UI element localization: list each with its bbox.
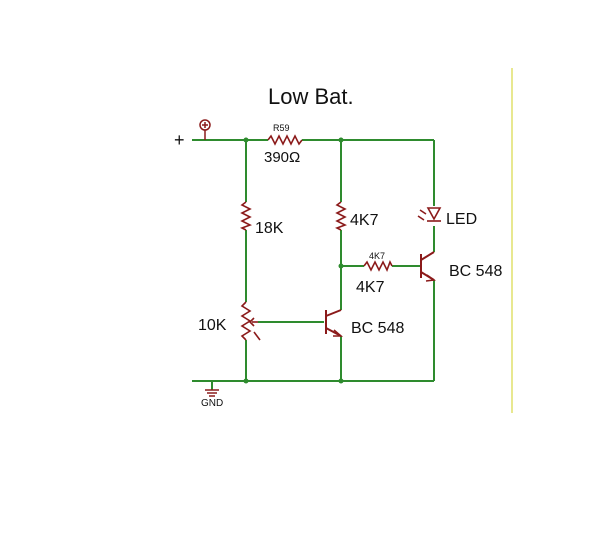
diagram-panel: [193, 65, 513, 415]
q1-transistor-icon: [325, 309, 344, 337]
junction-dots: [243, 137, 344, 384]
potentiometer-icon: [240, 301, 261, 341]
led-label: LED: [446, 211, 477, 228]
gnd-label: GND: [201, 398, 223, 409]
diagram-title: Low Bat.: [268, 84, 354, 109]
pot-label: 10K: [198, 317, 227, 334]
r-18k-label: 18K: [255, 220, 284, 237]
r-4k7-base-resistor-icon: [363, 260, 393, 272]
r-4k7-base-value-label: 4K7: [356, 279, 385, 296]
r-4k7-base-ref-label: 4K7: [369, 251, 385, 261]
r59-resistor-icon: [267, 134, 303, 146]
plus-terminal-icon: [199, 119, 211, 140]
q1-label: BC 548: [351, 320, 404, 337]
r-4k7-top-resistor-icon: [335, 201, 347, 231]
r59-ref-label: R59: [273, 123, 290, 133]
r-4k7-top-label: 4K7: [350, 212, 379, 229]
wires: [192, 139, 435, 390]
q2-label: BC 548: [449, 263, 502, 280]
led-icon: [417, 207, 442, 222]
ground-icon: [205, 389, 219, 397]
r59-value-label: 390Ω: [264, 149, 300, 166]
plus-terminal-label: +: [174, 130, 185, 150]
r-18k-resistor-icon: [240, 201, 252, 231]
q2-transistor-icon: [420, 251, 436, 282]
